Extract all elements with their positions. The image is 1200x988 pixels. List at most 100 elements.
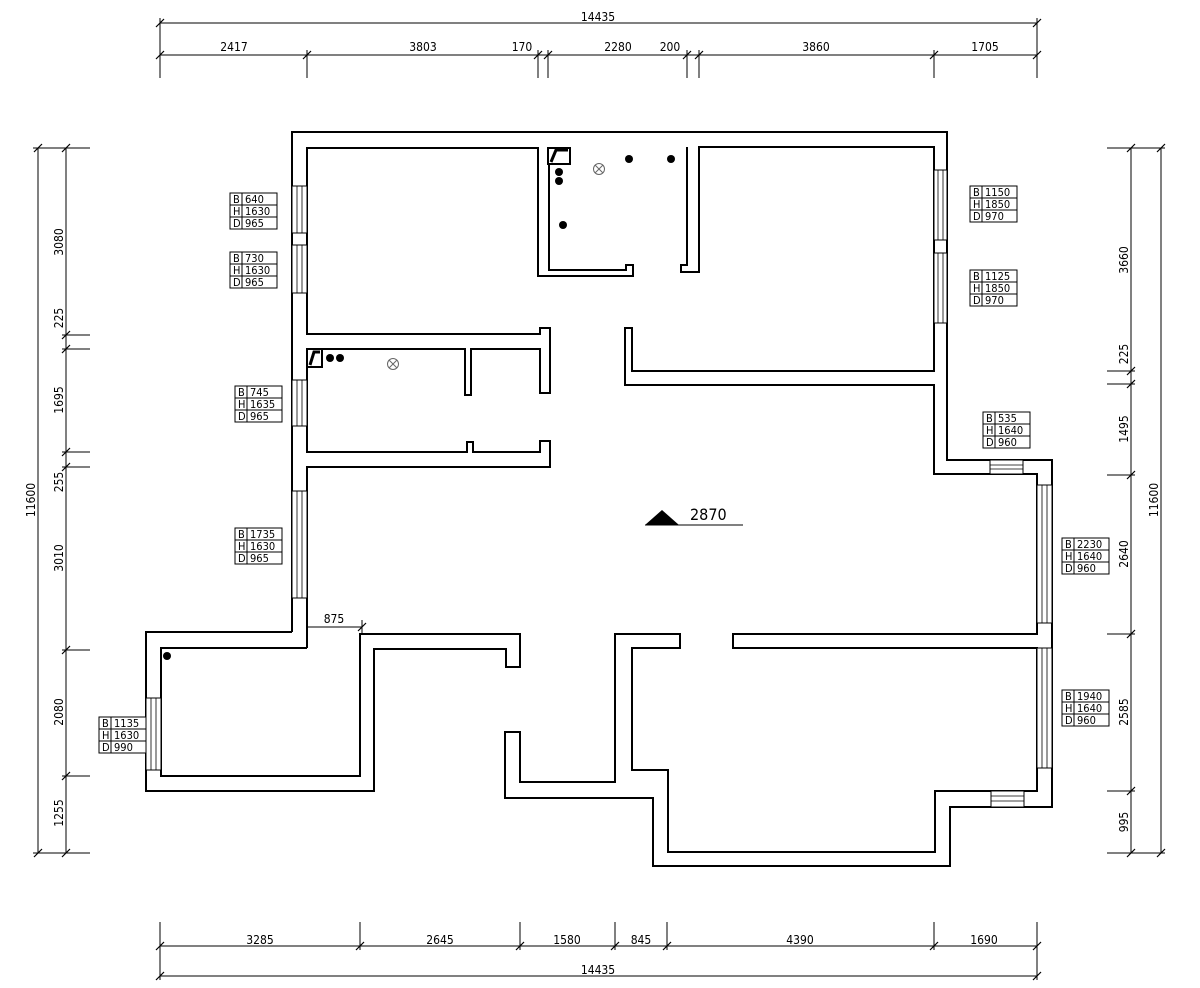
dim-top-total: 14435 bbox=[581, 10, 615, 24]
dim-top-3: 170 bbox=[512, 40, 533, 54]
window-tag-key: H bbox=[973, 282, 980, 295]
window-tag-key: D bbox=[973, 210, 981, 223]
window-tag-key: H bbox=[233, 264, 240, 277]
window-tag-key: B bbox=[986, 412, 993, 425]
window-tag-value: 960 bbox=[998, 436, 1017, 449]
shaft-icon bbox=[306, 348, 323, 368]
window-tag-value: 1640 bbox=[1077, 550, 1102, 563]
window-tag-key: B bbox=[973, 186, 980, 199]
dim-bottom-1: 3285 bbox=[246, 933, 273, 947]
dim-bottom-total: 14435 bbox=[581, 963, 615, 977]
window-tag-key: H bbox=[973, 198, 980, 211]
dimension-right: 11600 3660 225 1495 2640 2585 995 bbox=[1107, 143, 1166, 858]
window-tag-value: 1635 bbox=[250, 398, 275, 411]
dim-interior: 875 bbox=[324, 612, 345, 626]
window-tag-key: H bbox=[1065, 702, 1072, 715]
window-tag-value: 960 bbox=[1077, 562, 1096, 575]
window-tag-value: 745 bbox=[250, 386, 269, 399]
fixtures bbox=[163, 147, 675, 660]
window-tag-value: 1640 bbox=[1077, 702, 1102, 715]
dim-right-3: 1495 bbox=[1117, 415, 1131, 442]
window-tag-value: 1640 bbox=[998, 424, 1023, 437]
dimension-left: 11600 3080 225 1695 255 3010 2080 1255 bbox=[24, 143, 90, 858]
dim-right-1: 3660 bbox=[1117, 246, 1131, 274]
dim-top-4: 2280 bbox=[604, 40, 632, 54]
window-tag-value: 1850 bbox=[985, 282, 1010, 295]
dim-top-2: 3803 bbox=[409, 40, 436, 54]
window-tag-key: H bbox=[102, 729, 109, 742]
light-fixture-icon bbox=[593, 163, 605, 175]
window-tag-key: H bbox=[238, 398, 245, 411]
window-tag-key: D bbox=[1065, 562, 1073, 575]
window-tag-key: D bbox=[102, 741, 110, 754]
window-tag-value: 1630 bbox=[250, 540, 275, 553]
dim-bottom-3: 1580 bbox=[553, 933, 581, 947]
window-tag-value: 640 bbox=[245, 193, 264, 206]
window-tag-value: 970 bbox=[985, 210, 1004, 223]
pipe-icon bbox=[559, 221, 567, 229]
level-marker: 2870 bbox=[645, 505, 743, 526]
window-tag-value: 990 bbox=[114, 741, 133, 754]
window-tag-value: 970 bbox=[985, 294, 1004, 307]
window-tag-value: 1735 bbox=[250, 528, 275, 541]
window-tag-value: 2230 bbox=[1077, 538, 1102, 551]
dimension-top: 14435 2417 3803 170 2280 200 3860 1705 bbox=[155, 10, 1042, 78]
shaft-icon bbox=[547, 147, 571, 165]
window-tag-value: 1630 bbox=[245, 264, 270, 277]
level-triangle-icon bbox=[645, 510, 679, 525]
dim-right-5: 2585 bbox=[1117, 698, 1131, 725]
dim-bottom-2: 2645 bbox=[426, 933, 453, 947]
window-tag-value: 1135 bbox=[114, 717, 139, 730]
window-tag-key: D bbox=[986, 436, 994, 449]
window-tag-key: D bbox=[233, 276, 241, 289]
pipe-icon bbox=[625, 155, 633, 163]
pipe-icon bbox=[555, 177, 563, 185]
window-tag-value: 965 bbox=[245, 276, 264, 289]
dimension-bottom: 3285 2645 1580 845 4390 1690 14435 bbox=[155, 922, 1042, 981]
window-tag-value: 535 bbox=[998, 412, 1017, 425]
window-tag-value: 1940 bbox=[1077, 690, 1102, 703]
window-tag-value: 965 bbox=[250, 552, 269, 565]
window-tag-key: D bbox=[973, 294, 981, 307]
window-tag-value: 1850 bbox=[985, 198, 1010, 211]
dim-left-total: 11600 bbox=[24, 483, 38, 517]
window-tag-key: H bbox=[1065, 550, 1072, 563]
window-tag-key: B bbox=[973, 270, 980, 283]
pipe-icon bbox=[667, 155, 675, 163]
window-tag-key: B bbox=[1065, 538, 1072, 551]
window-tag-key: B bbox=[238, 386, 245, 399]
window-tag-key: D bbox=[1065, 714, 1073, 727]
pipe-icon bbox=[326, 354, 334, 362]
dim-right-total: 11600 bbox=[1147, 483, 1161, 517]
window-tag-key: B bbox=[233, 193, 240, 206]
window-tag-value: 965 bbox=[250, 410, 269, 423]
pipe-icon bbox=[336, 354, 344, 362]
window-tag-key: D bbox=[233, 217, 241, 230]
light-fixture-icon bbox=[387, 358, 399, 370]
walls bbox=[145, 131, 1053, 867]
pipe-icon bbox=[555, 168, 563, 176]
pipe-icon bbox=[163, 652, 171, 660]
window-tag-key: B bbox=[102, 717, 109, 730]
window-openings bbox=[145, 169, 1053, 808]
window-tag-value: 965 bbox=[245, 217, 264, 230]
dim-bottom-5: 4390 bbox=[786, 933, 814, 947]
dim-left-6: 2080 bbox=[52, 698, 66, 726]
dim-bottom-6: 1690 bbox=[970, 933, 998, 947]
window-tag-value: 1150 bbox=[985, 186, 1010, 199]
window-tag-key: H bbox=[238, 540, 245, 553]
dim-left-3: 1695 bbox=[52, 386, 66, 413]
window-tag-key: H bbox=[986, 424, 993, 437]
window-tag-value: 1125 bbox=[985, 270, 1010, 283]
window-tag-key: H bbox=[233, 205, 240, 218]
dim-left-5: 3010 bbox=[52, 544, 66, 572]
level-value: 2870 bbox=[690, 505, 727, 524]
